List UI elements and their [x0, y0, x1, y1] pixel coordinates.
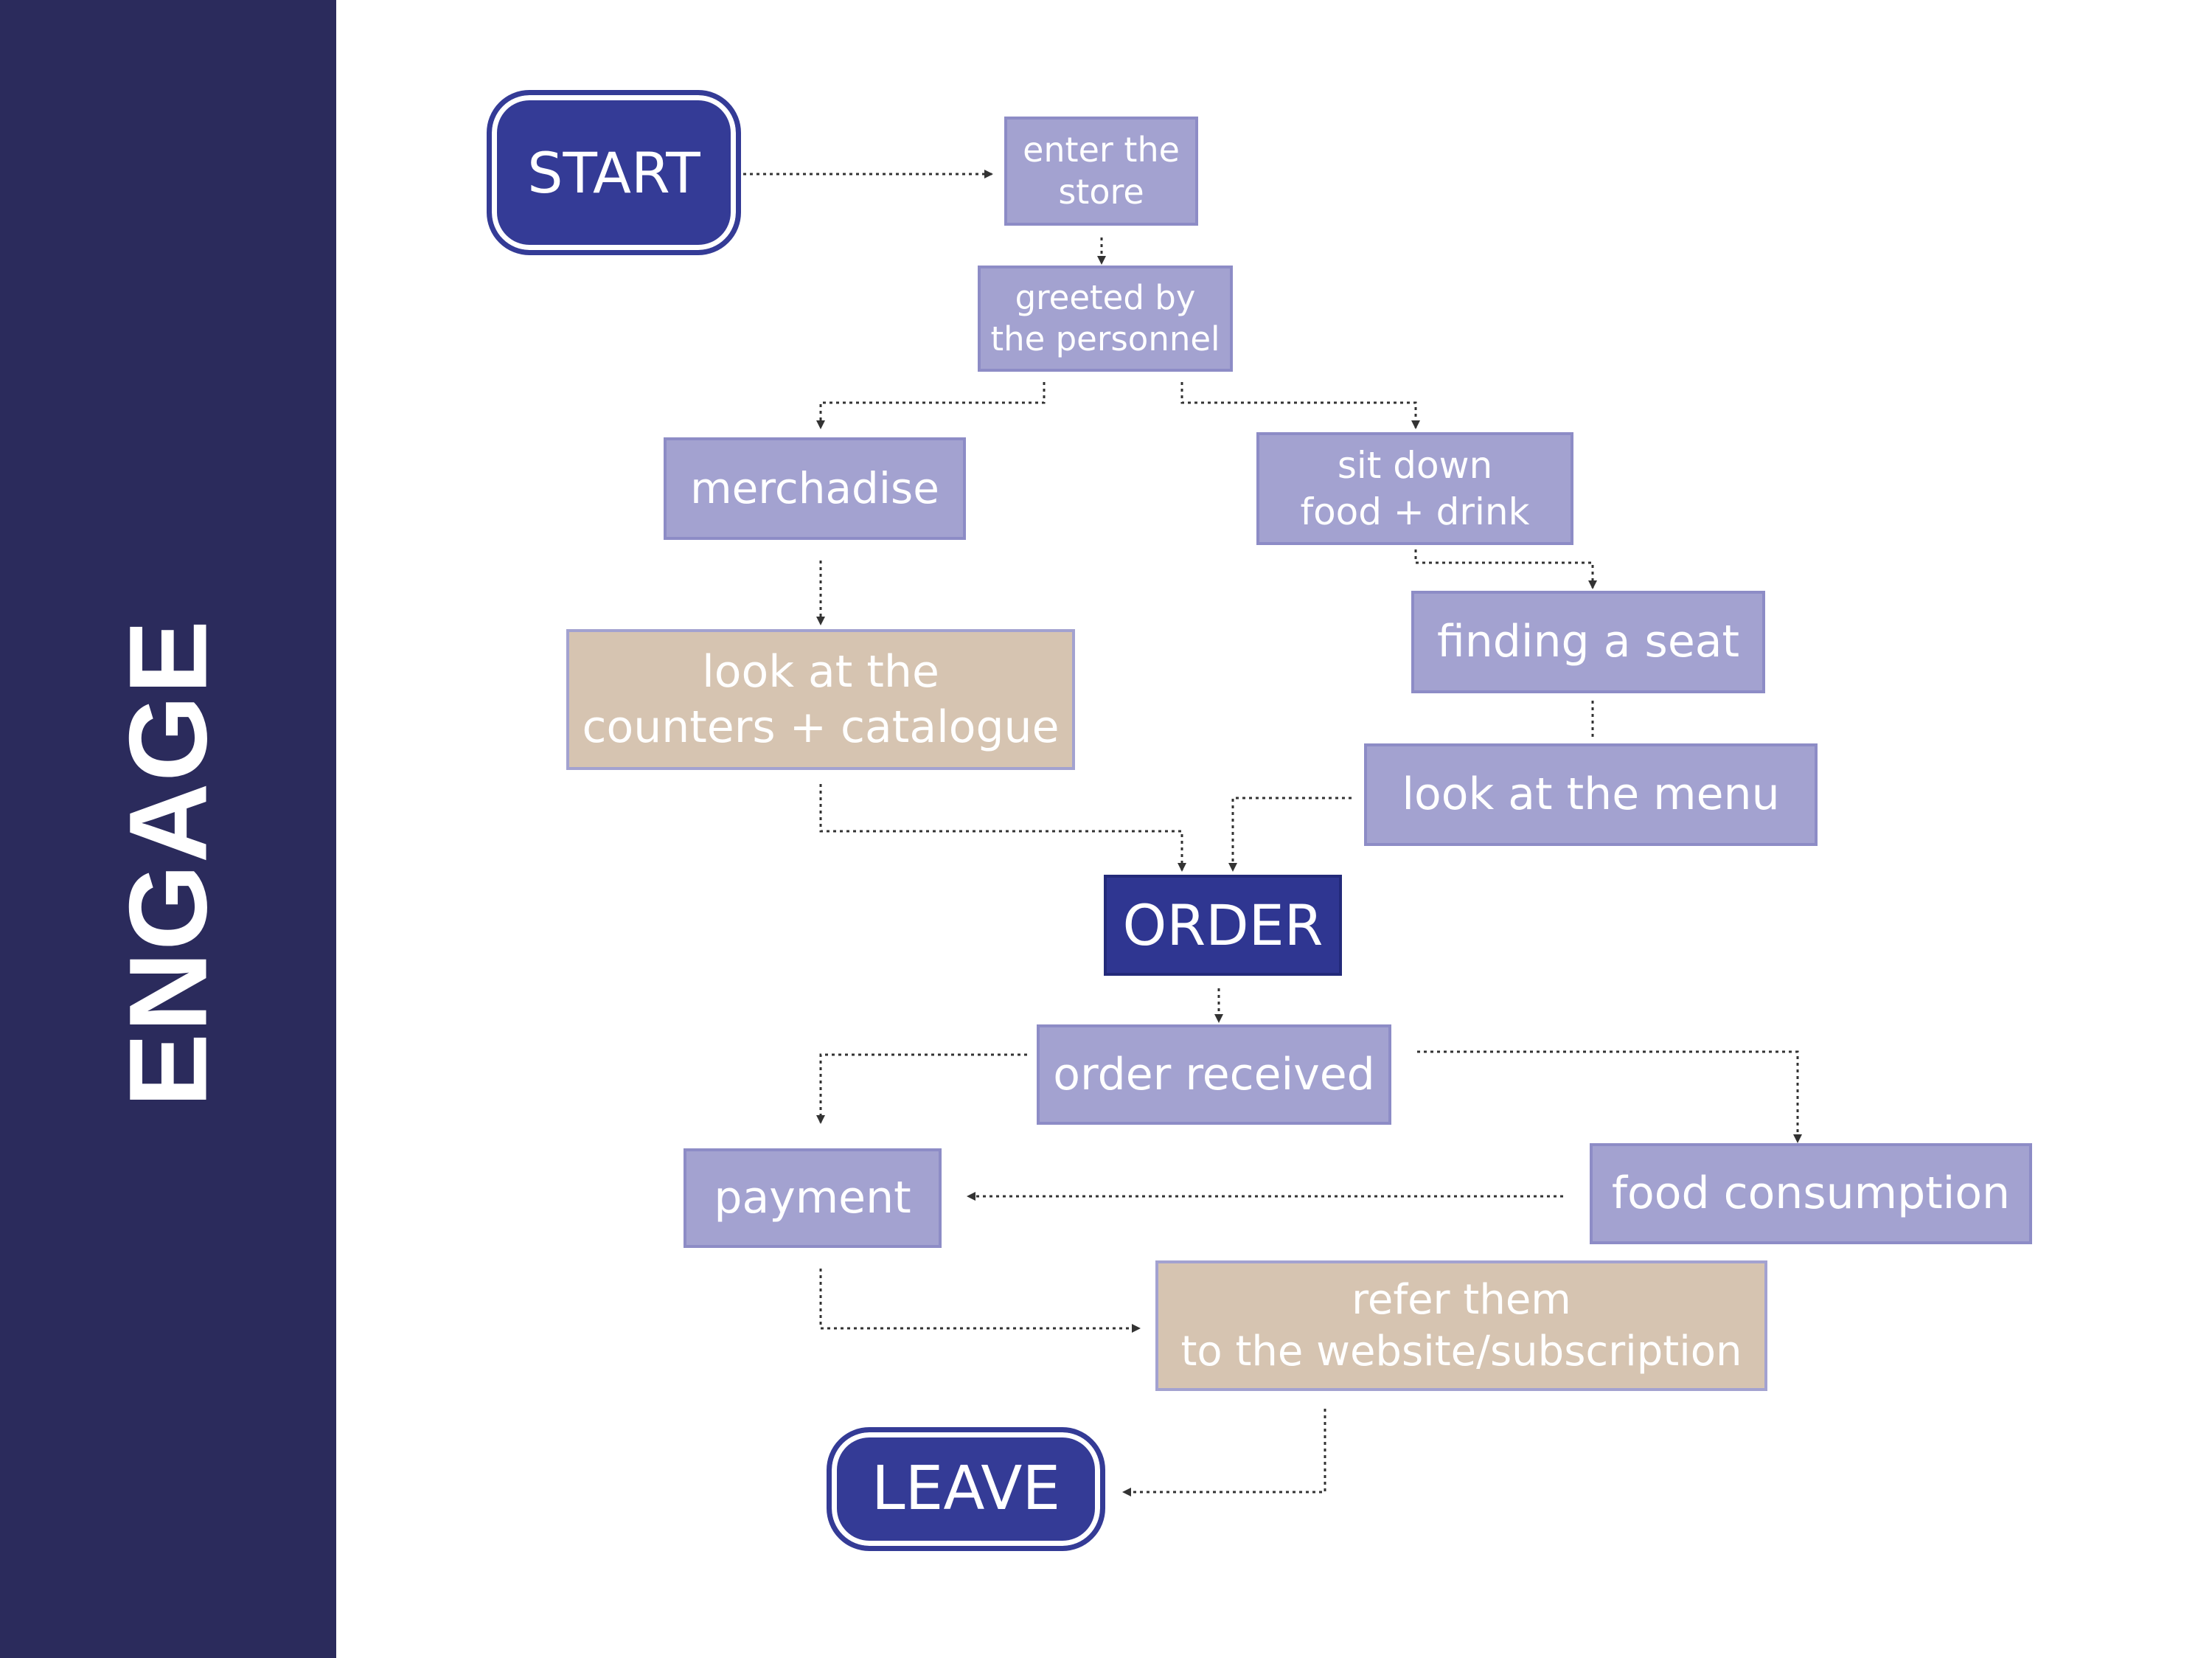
step-merchandise: merchadise — [664, 437, 966, 540]
arrow-greeted-to-merchandise — [816, 382, 1046, 429]
arrow-refer-to-leave — [1122, 1409, 1326, 1496]
arrow-greeted-to-sitdown — [1180, 382, 1420, 429]
arrow-received-to-payment — [816, 1053, 1027, 1124]
step-look-counters-label: look at the counters + catalogue — [582, 645, 1060, 753]
step-sit-down: sit down food + drink — [1256, 432, 1573, 545]
step-greeted: greeted by the personnel — [978, 266, 1233, 372]
arrow-payment-to-refer — [819, 1269, 1141, 1333]
step-order-received: order received — [1037, 1024, 1391, 1125]
step-finding-seat-label: finding a seat — [1436, 616, 1740, 667]
step-finding-seat: finding a seat — [1411, 591, 1765, 693]
step-food-consumption: food consumption — [1590, 1143, 2032, 1244]
step-look-menu: look at the menu — [1364, 743, 1818, 846]
step-payment: payment — [684, 1148, 942, 1248]
start-label: START — [527, 139, 700, 206]
arrow-counters-to-order — [819, 784, 1186, 872]
arrow-sitdown-to-seat — [1414, 549, 1597, 589]
step-sit-down-label: sit down food + drink — [1300, 444, 1530, 533]
step-enter-store: enter the store — [1004, 117, 1198, 226]
step-refer-website: refer them to the website/subscription — [1155, 1260, 1767, 1391]
leave-terminal: LEAVE — [827, 1427, 1105, 1551]
sidebar-panel: ENGAGE — [0, 0, 336, 1658]
leave-label: LEAVE — [871, 1453, 1061, 1524]
step-order-received-label: order received — [1053, 1048, 1375, 1100]
step-look-counters: look at the counters + catalogue — [566, 629, 1075, 770]
step-look-menu-label: look at the menu — [1402, 769, 1780, 820]
step-payment-label: payment — [714, 1172, 911, 1224]
arrow-received-to-consumption — [1417, 1050, 1802, 1143]
step-refer-website-label: refer them to the website/subscription — [1180, 1275, 1742, 1376]
step-greeted-label: greeted by the personnel — [990, 277, 1220, 358]
start-terminal: START — [487, 90, 741, 255]
step-merchandise-label: merchadise — [690, 463, 939, 514]
step-food-consumption-label: food consumption — [1611, 1168, 2011, 1219]
arrow-menu-to-order — [1228, 797, 1352, 872]
step-order: ORDER — [1104, 875, 1342, 976]
step-enter-store-label: enter the store — [1023, 129, 1180, 212]
step-order-label: ORDER — [1122, 892, 1324, 958]
